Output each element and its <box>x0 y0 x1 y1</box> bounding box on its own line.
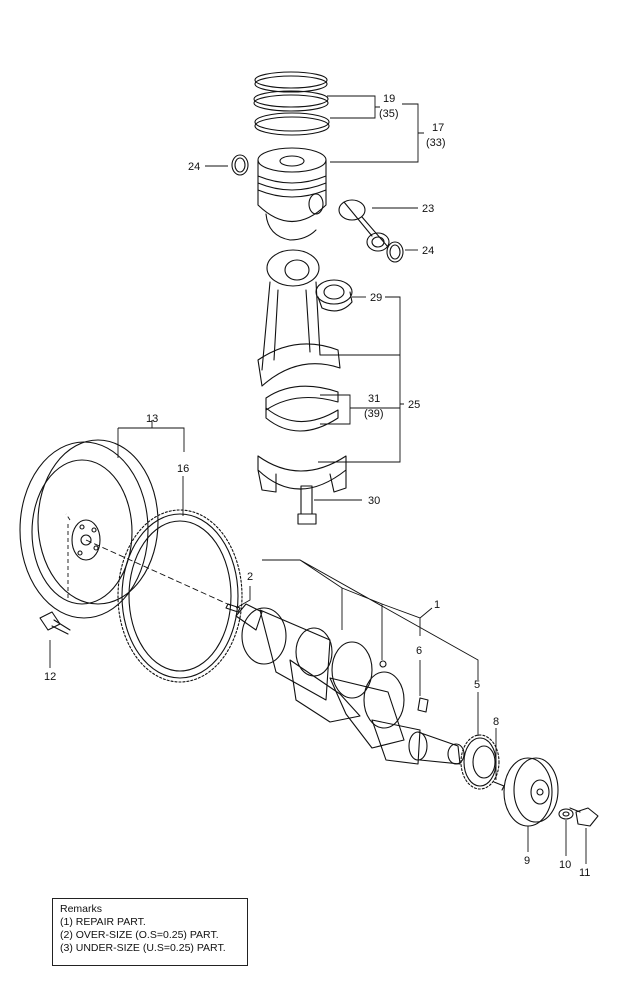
callout-24-left: 24 <box>188 161 200 173</box>
flywheel <box>19 439 159 619</box>
callout-2: 2 <box>247 571 253 583</box>
connecting-rod <box>257 249 341 387</box>
callout-8: 8 <box>493 716 499 728</box>
key <box>417 697 429 713</box>
piston-pin <box>338 199 390 252</box>
callout-13: 13 <box>146 413 158 425</box>
callout-17-alt: (33) <box>426 137 446 149</box>
snap-ring-left <box>231 154 249 176</box>
piston-rings <box>253 71 330 136</box>
callout-19-alt: (35) <box>379 108 399 120</box>
callout-24-right: 24 <box>422 245 434 257</box>
callout-labels: 19 (35) 17 (33) 24 23 24 29 25 31 (39) 3… <box>44 93 590 879</box>
remarks-line-1: (1) REPAIR PART. <box>60 916 146 928</box>
callout-23: 23 <box>422 203 434 215</box>
callout-17: 17 <box>432 122 444 134</box>
remarks-title: Remarks <box>60 903 103 915</box>
washer <box>558 808 574 820</box>
callout-12: 12 <box>44 671 56 683</box>
callout-11: 11 <box>579 867 590 879</box>
callout-1: 1 <box>434 599 440 611</box>
leader-lines <box>49 95 587 864</box>
callout-10: 10 <box>559 859 571 871</box>
crank-pulley <box>503 757 559 827</box>
flywheel-bolt <box>39 611 71 635</box>
snap-ring-8 <box>493 781 505 791</box>
bearing-shells <box>265 385 339 432</box>
rod-cap <box>257 455 347 493</box>
remarks-line-2: (2) OVER-SIZE (O.S=0.25) PART. <box>60 929 219 941</box>
crank-gear <box>460 734 500 790</box>
snap-ring-right <box>386 241 404 263</box>
crankshaft <box>235 603 465 765</box>
ring-gear <box>117 509 243 683</box>
callout-29: 29 <box>370 292 382 304</box>
callout-30: 30 <box>368 495 380 507</box>
pulley-bolt <box>569 807 599 827</box>
callout-16: 16 <box>177 463 189 475</box>
remarks-line-3: (3) UNDER-SIZE (U.S=0.25) PART. <box>60 942 226 954</box>
callout-5: 5 <box>474 679 480 691</box>
callout-25: 25 <box>408 399 420 411</box>
callout-9: 9 <box>524 855 530 867</box>
callout-31: 31 <box>368 393 380 405</box>
remarks-box: Remarks (1) REPAIR PART. (2) OVER-SIZE (… <box>52 898 248 966</box>
dowel-pin <box>225 603 241 613</box>
piston <box>257 147 327 241</box>
callout-6: 6 <box>416 645 422 657</box>
oil-plug <box>379 660 387 668</box>
callout-19: 19 <box>383 93 395 105</box>
callout-31-alt: (39) <box>364 408 384 420</box>
rod-bolt <box>297 485 317 525</box>
small-end-bushing <box>315 279 353 312</box>
